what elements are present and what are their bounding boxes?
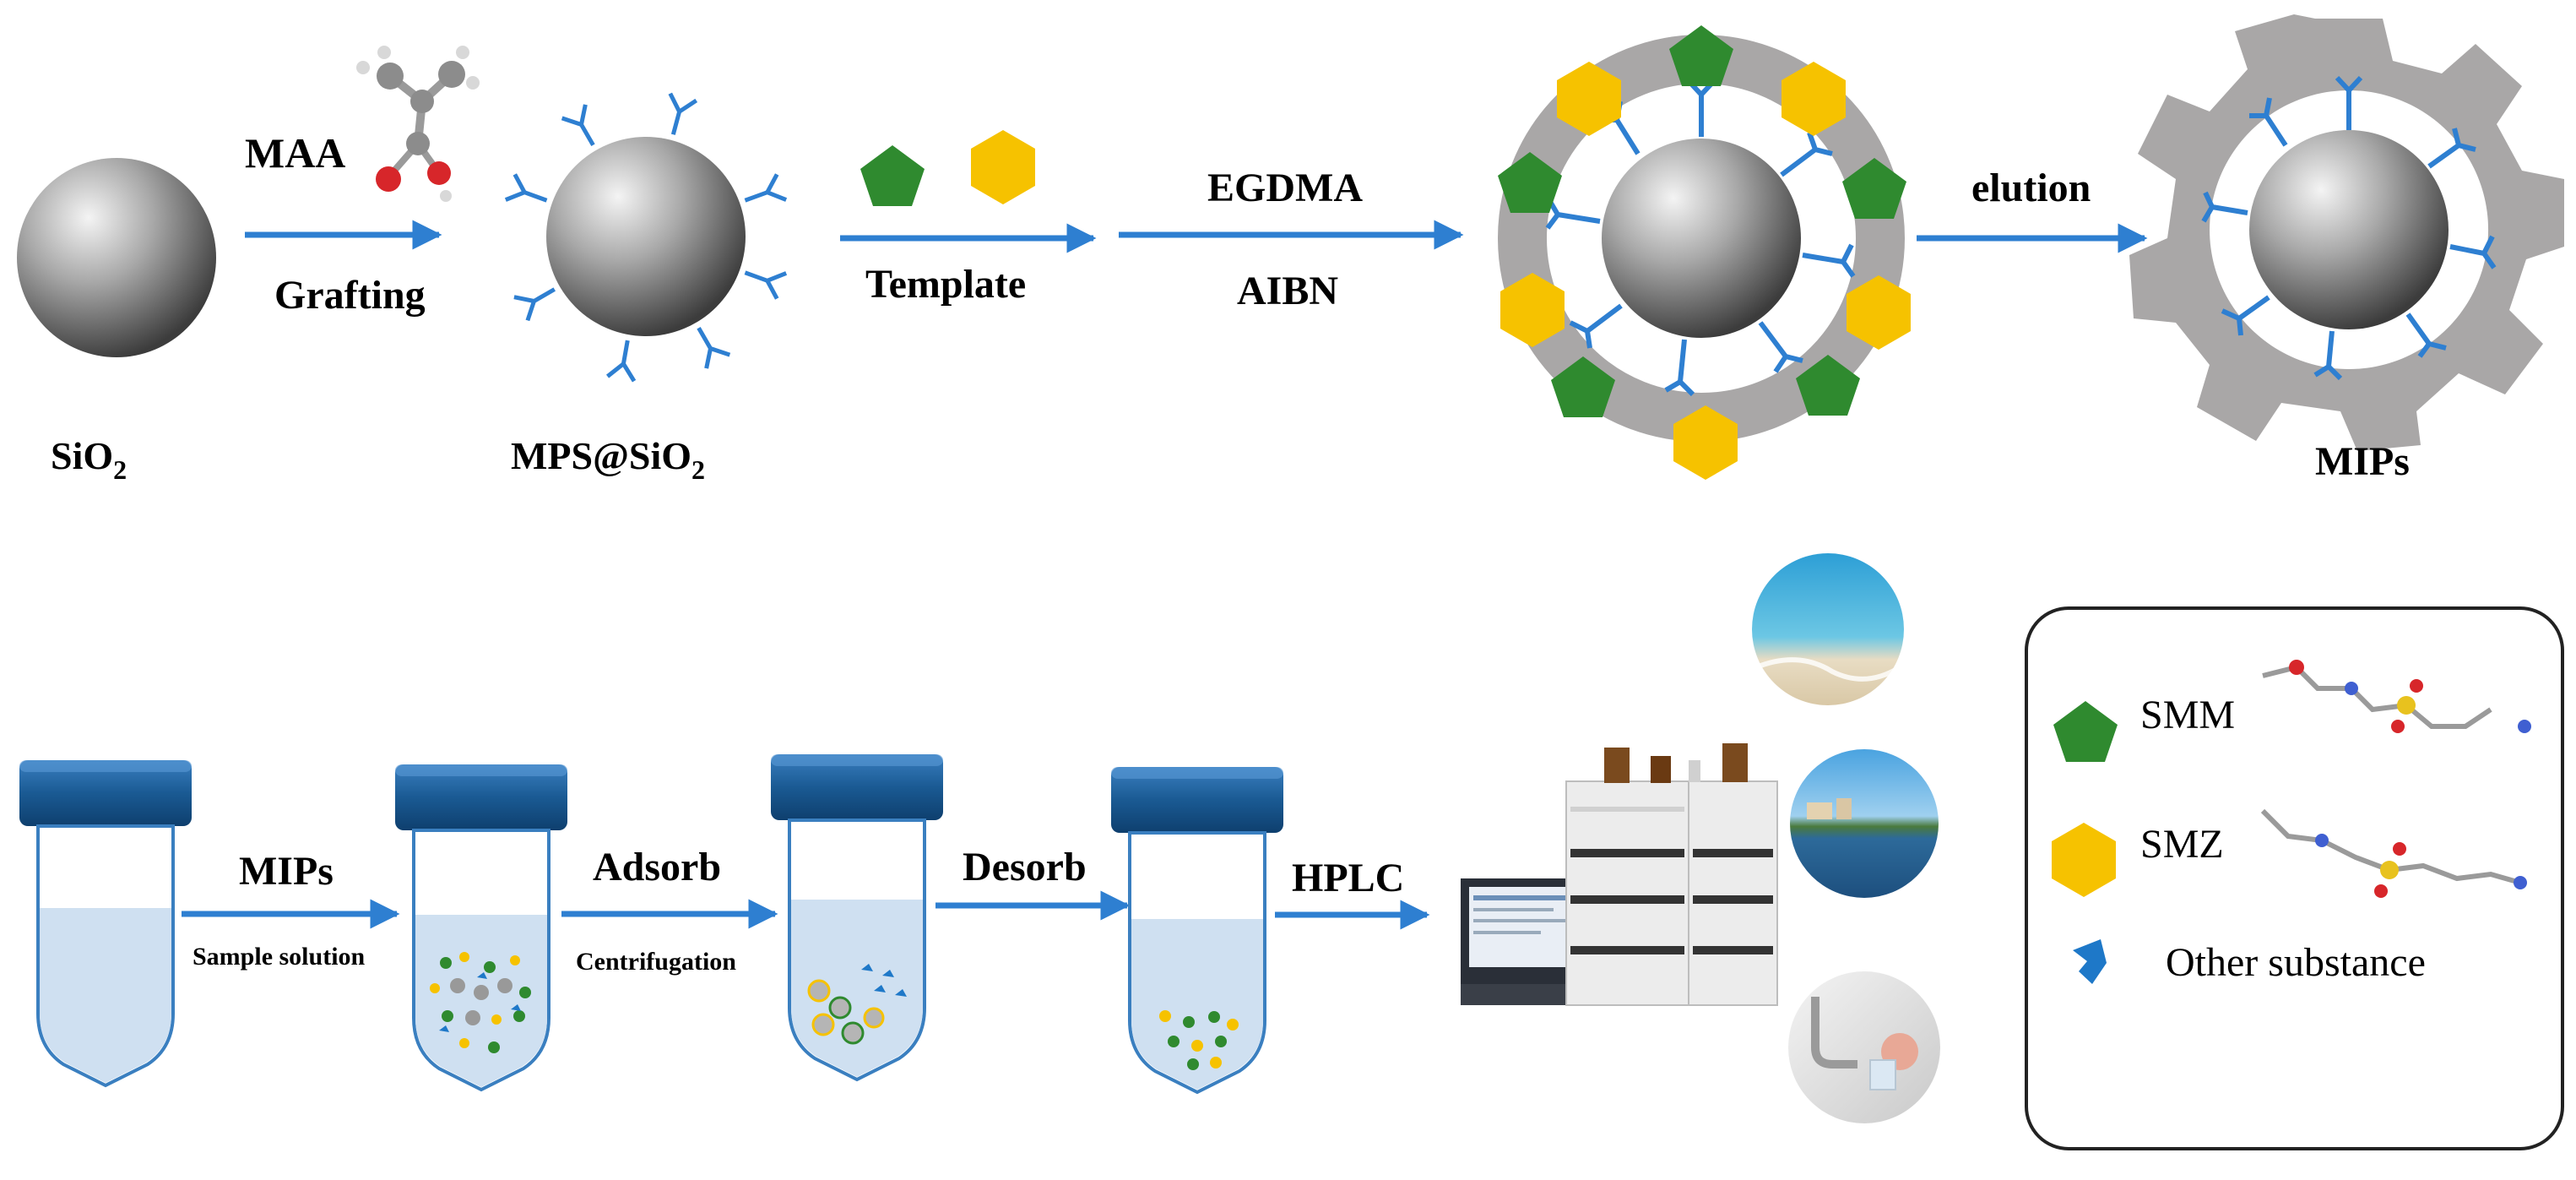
legend-smm-label: SMM [2140,693,2235,737]
sio2-label: SiO2 [51,434,127,485]
seawater-photo [1752,553,1904,705]
tap-water-photo [1788,971,1940,1123]
sample-tube-3 [771,754,943,1082]
template-smm-pentagon-icon [860,145,925,206]
egdma-label: EGDMA [1207,166,1363,210]
desorb-label: Desorb [963,845,1087,889]
elution-label: elution [1971,166,2091,210]
centrifugation-label: Centrifugation [576,948,736,976]
template-smz-hexagon-icon [971,130,1035,204]
legend-smz-label: SMZ [2140,822,2224,867]
sample-solution-label: Sample solution [193,943,366,971]
mps-sio2-label: MPS@SiO2 [511,434,705,485]
lake-water-photo [1790,749,1939,898]
smz-molecule-icon [2260,808,2527,898]
maa-molecule-icon [356,46,480,202]
hplc-instrument-image [1461,743,1778,1006]
legend-other-substance-label: Other substance [2166,940,2426,985]
sample-tube-4 [1111,767,1283,1095]
aibn-label: AIBN [1237,269,1338,313]
sample-tube-2 [395,764,567,1092]
sio2-sphere [17,158,216,357]
mips-particle-with-cavities [2129,14,2564,451]
grafting-label: Grafting [274,273,426,318]
hplc-label: HPLC [1292,856,1404,900]
template-label: Template [865,262,1026,307]
mips-label: MIPs [2315,439,2410,484]
imprinted-particle-with-templates [1498,25,1911,480]
legend-box [2025,606,2564,1150]
bottom-mips-label: MIPs [239,849,334,894]
sample-tube-1 [19,760,192,1088]
mps-sio2-particle [506,94,786,381]
legend-other-substance-icon [2073,939,2107,984]
smm-molecule-icon [2262,660,2531,733]
maa-label: MAA [245,129,345,177]
adsorb-label: Adsorb [593,845,721,889]
